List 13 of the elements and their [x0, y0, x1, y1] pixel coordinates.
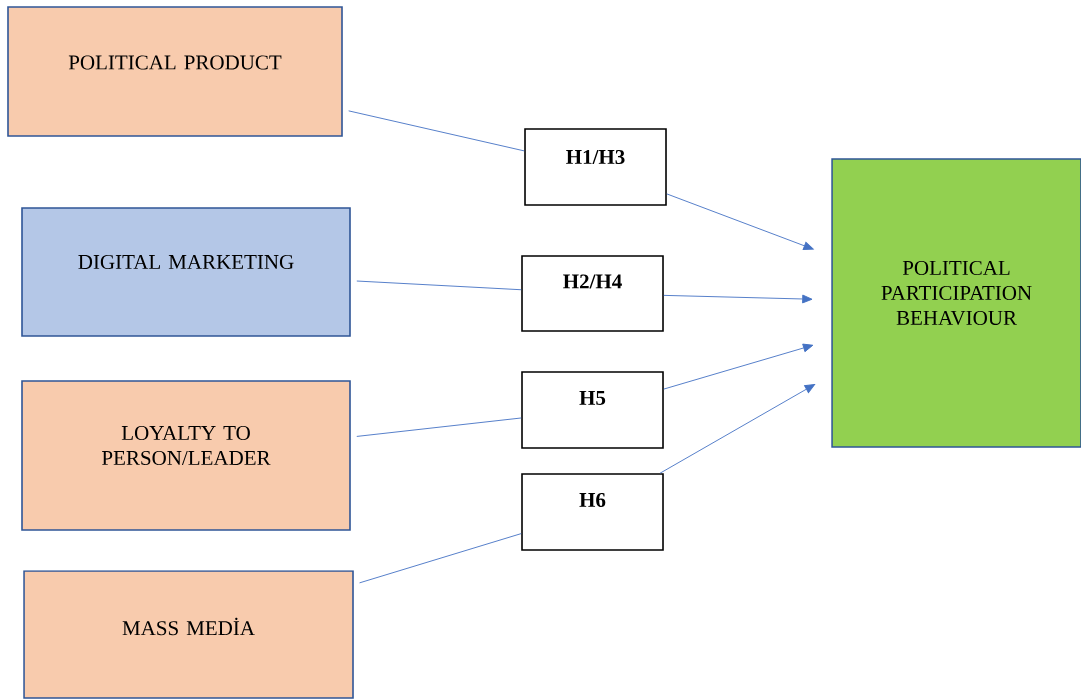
arrow — [659, 384, 816, 474]
hypothesis-box: H5 — [521, 371, 664, 449]
hypothesis-box: H6 — [521, 473, 664, 551]
arrow — [663, 294, 813, 304]
hypothesis-box: H1/H3 — [524, 128, 667, 206]
factor-box: MASS MEDİA — [23, 570, 354, 699]
outcome-box: POLITICAL PARTICIPATION BEHAVIOUR — [831, 158, 1081, 448]
arrow — [666, 193, 814, 250]
factor-box: LOYALTY TO PERSON/LEADER — [21, 380, 351, 531]
hypothesis-box: H2/H4 — [521, 255, 664, 332]
factor-box: DIGITAL MARKETING — [21, 207, 351, 337]
factor-box: POLITICAL PRODUCT — [7, 6, 343, 137]
arrow — [663, 343, 814, 390]
